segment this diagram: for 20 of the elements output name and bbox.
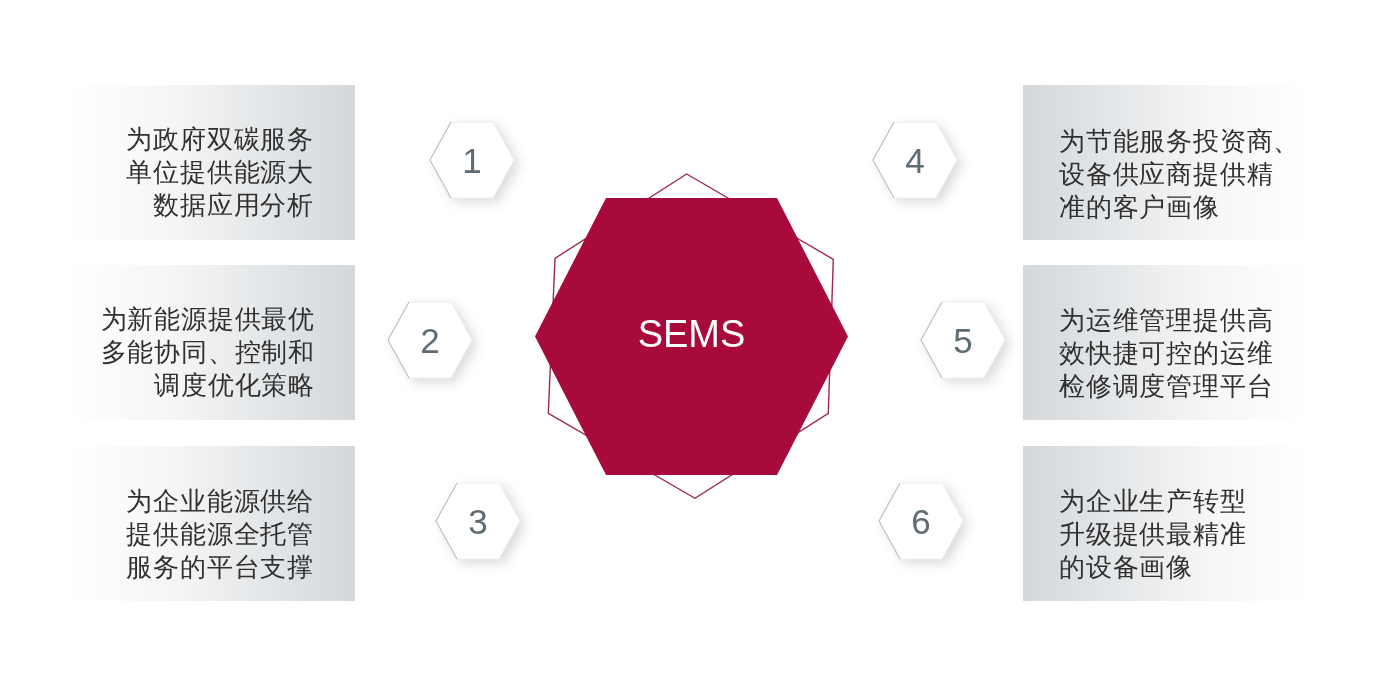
- hexagon-badge: [879, 483, 963, 559]
- description-text: 为运维管理提供高效快捷可控的运维检修调度管理平台: [1059, 304, 1275, 403]
- description-text: 为企业生产转型升级提供最精准的设备画像: [1059, 485, 1248, 584]
- hexagon-badge: [921, 302, 1005, 378]
- hexagon-badge: [873, 122, 957, 198]
- hexagon-badge: [436, 483, 520, 559]
- step-number: 3: [468, 503, 488, 539]
- step-number: 1: [462, 142, 482, 178]
- hexagon-badge: [430, 122, 514, 198]
- description-text: 为企业能源供给提供能源全托管服务的平台支撑: [125, 485, 314, 584]
- hexagon-badge: [388, 302, 472, 378]
- step-number: 5: [953, 322, 973, 358]
- hub-label: SEMS: [637, 314, 746, 353]
- description-text: 为新能源提供最优多能协同、控制和调度优化策略: [99, 303, 315, 402]
- center-hexagon: [535, 198, 848, 475]
- step-number: 2: [420, 322, 440, 358]
- step-number: 4: [905, 142, 925, 178]
- step-number: 6: [911, 503, 931, 539]
- description-text: 为节能服务投资商、设备供应商提供精准的客户画像: [1059, 125, 1302, 224]
- description-text: 为政府双碳服务单位提供能源大数据应用分析: [125, 123, 314, 222]
